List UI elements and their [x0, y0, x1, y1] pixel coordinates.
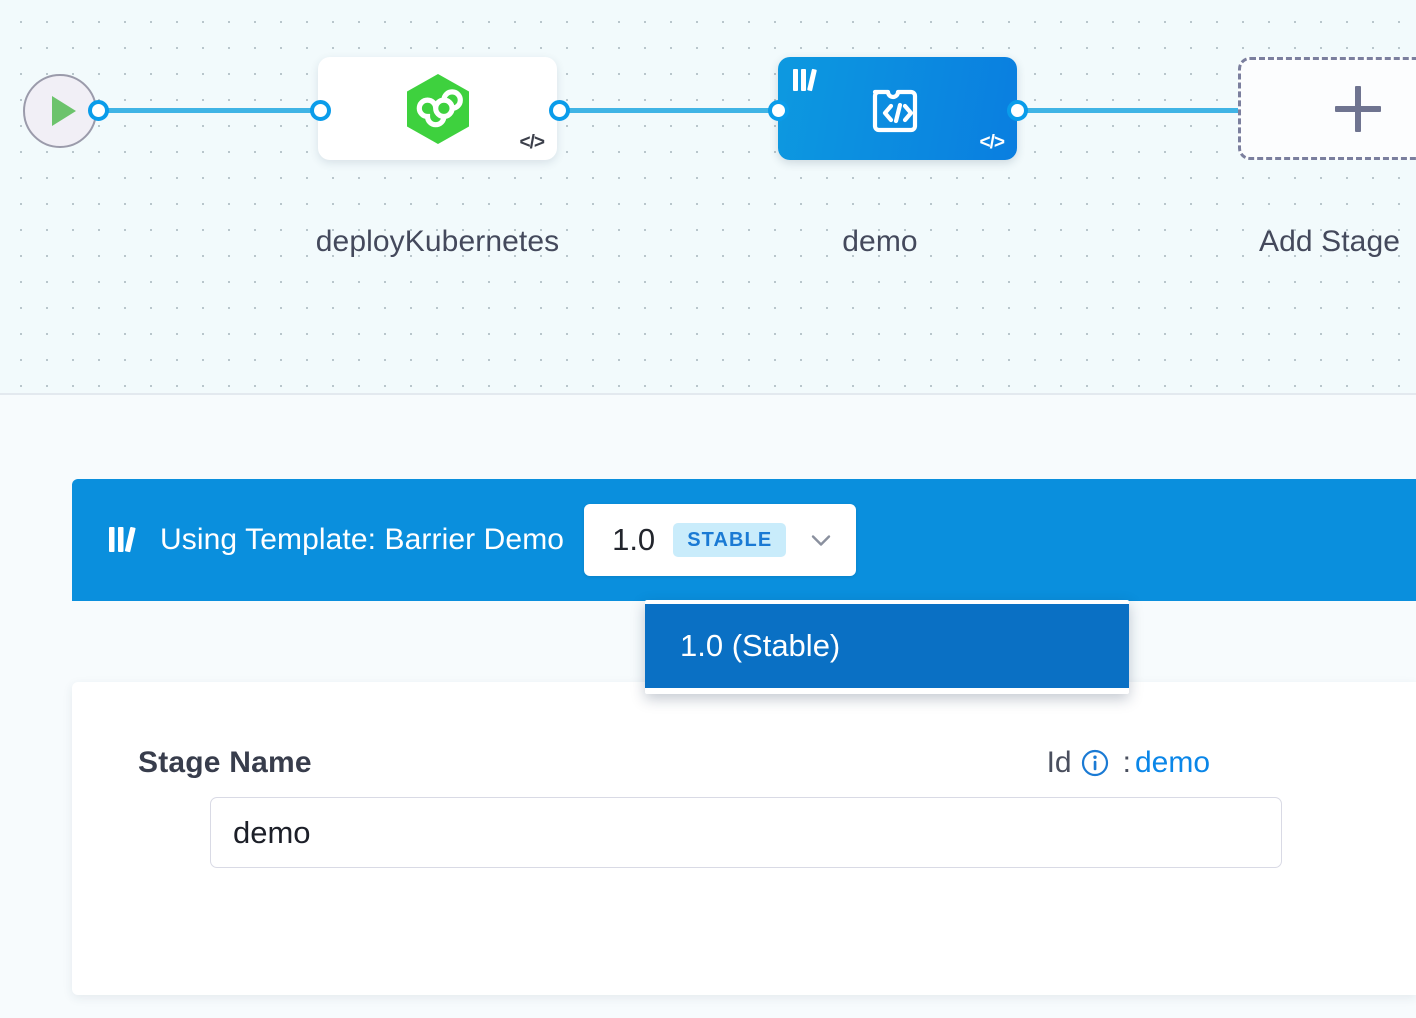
stage-label-deploykubernetes: deployKubernetes: [315, 225, 560, 258]
stage-id-row: Id : demo: [1047, 746, 1210, 780]
plus-icon: [1334, 85, 1381, 132]
stage-node-deploykubernetes[interactable]: </>: [318, 57, 557, 160]
stage-id-label: Id: [1046, 746, 1072, 779]
connector-dot-k8s-out[interactable]: [549, 100, 570, 121]
play-icon: [51, 96, 76, 126]
connector-start-to-k8s: [86, 108, 336, 113]
connector-dot-k8s-in[interactable]: [310, 100, 331, 121]
connector-dot-demo-out[interactable]: [1007, 100, 1028, 121]
connector-dot-demo-in[interactable]: [768, 100, 789, 121]
stage-label-demo: demo: [842, 225, 918, 258]
version-option-1-0-stable[interactable]: 1.0 (Stable): [645, 604, 1129, 688]
stable-badge: STABLE: [673, 523, 787, 557]
connector-demo-to-add: [1005, 108, 1255, 113]
using-template-label: Using Template: Barrier Demo: [160, 523, 565, 556]
stage-config-panel: Using Template: Barrier Demo 1.0 STABLE …: [0, 395, 1416, 1018]
add-stage-label: Add Stage: [1259, 225, 1401, 258]
stage-id-value: demo: [1134, 746, 1210, 779]
puzzle-code-icon: [778, 57, 1017, 160]
template-version-value: 1.0: [612, 522, 656, 557]
code-icon: </>: [519, 132, 546, 153]
canvas-divider: [0, 393, 1416, 395]
pipeline-start-node[interactable]: [23, 74, 97, 148]
connector-dot-start-out[interactable]: [88, 100, 109, 121]
connector-k8s-to-demo: [545, 108, 795, 113]
stage-id-separator: :: [1122, 746, 1131, 779]
stage-name-label: Stage Name: [138, 746, 312, 779]
stage-name-field-header: Stage Name Id : demo: [138, 746, 1210, 780]
chevron-down-icon: [812, 535, 831, 546]
template-library-icon: [109, 526, 136, 553]
pipeline-canvas[interactable]: </> </> deployKubernetes demo Add Stage: [0, 0, 1416, 393]
template-library-icon: [793, 68, 817, 92]
stage-name-input[interactable]: [210, 797, 1282, 868]
add-stage-node[interactable]: [1238, 57, 1416, 160]
info-circle-icon[interactable]: [1081, 749, 1109, 777]
template-version-select[interactable]: 1.0 STABLE: [584, 504, 857, 576]
kubernetes-hexagon-icon: [318, 57, 557, 160]
template-version-dropdown-menu[interactable]: 1.0 (Stable): [645, 600, 1129, 694]
stage-form-card: Stage Name Id : demo: [72, 682, 1416, 995]
stage-node-demo[interactable]: </>: [778, 57, 1017, 160]
using-template-bar: Using Template: Barrier Demo 1.0 STABLE: [72, 479, 1416, 601]
code-icon: </>: [979, 132, 1006, 153]
